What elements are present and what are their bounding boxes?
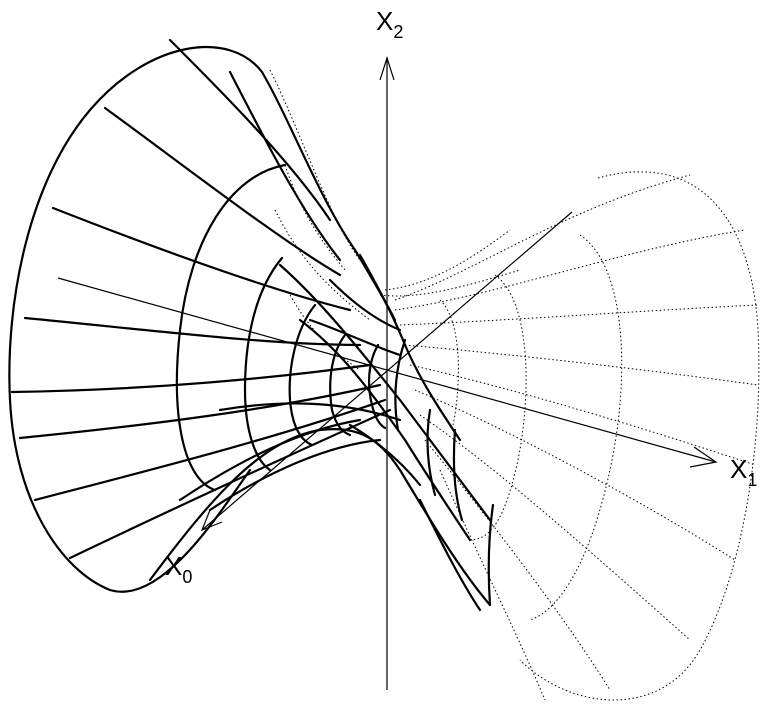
hidden-ruling (399, 304, 759, 326)
hidden-ruling (394, 229, 746, 311)
ruling (168, 38, 332, 222)
axis-labels: X2 X1 X0 (165, 6, 757, 587)
ruling-front (278, 263, 492, 522)
outer-rim (8, 46, 264, 593)
x1-axis-line (57, 277, 717, 463)
ruling-front (308, 318, 402, 357)
ring-8 (452, 428, 464, 522)
x1-axis-label: X1 (730, 454, 757, 490)
ruling-front (178, 418, 362, 502)
hidden-outer-rim (519, 171, 760, 701)
ring-1 (175, 163, 287, 492)
hidden-ruling (419, 414, 691, 641)
hidden-ruling (409, 364, 756, 466)
hidden-ring-1 (529, 234, 623, 621)
ring-7 (426, 408, 437, 497)
ruling (10, 363, 372, 394)
hidden-surface-lines (269, 69, 760, 701)
x2-axis-label: X2 (376, 6, 403, 42)
ruling-front (298, 318, 472, 542)
axes (57, 56, 718, 690)
ring-9 (487, 503, 495, 607)
ruling (33, 398, 387, 502)
ring-2 (243, 256, 284, 472)
lower-neck-curve (148, 428, 492, 607)
ring-6 (394, 338, 407, 432)
ruling-front (418, 498, 482, 612)
ruling-front (348, 423, 422, 487)
ruling (68, 408, 392, 560)
ruling-front (358, 253, 462, 442)
ruling-front (208, 438, 382, 512)
x2-axis-arrowhead (379, 56, 395, 81)
hidden-ruling (394, 174, 691, 301)
hidden-ruling (414, 389, 736, 561)
x0-label-sub: 0 (182, 567, 192, 587)
x1-label-main: X (730, 454, 747, 484)
ruling (51, 206, 352, 312)
ruling-front (328, 278, 402, 332)
x2-label-main: X (376, 6, 393, 36)
x1-axis-arrowhead (689, 446, 718, 468)
hidden-fold (284, 164, 346, 271)
x0-axis-arrowhead (200, 509, 223, 532)
hidden-ring-2 (469, 274, 527, 541)
ruling (228, 70, 342, 262)
ruling (23, 316, 362, 347)
hidden-fold (379, 269, 521, 297)
hidden-ruling (424, 439, 611, 691)
x0-axis-label: X0 (165, 551, 192, 587)
hidden-ruling (439, 469, 546, 701)
ruling (103, 106, 342, 277)
hidden-ruling (404, 344, 759, 386)
ruling-front (218, 402, 402, 422)
x0-label-main: X (165, 551, 182, 581)
x2-label-sub: 2 (393, 22, 403, 42)
visible-surface-lines (8, 38, 495, 612)
hidden-ring-3 (439, 299, 459, 431)
x1-label-sub: 1 (747, 470, 757, 490)
ruling (18, 383, 382, 440)
